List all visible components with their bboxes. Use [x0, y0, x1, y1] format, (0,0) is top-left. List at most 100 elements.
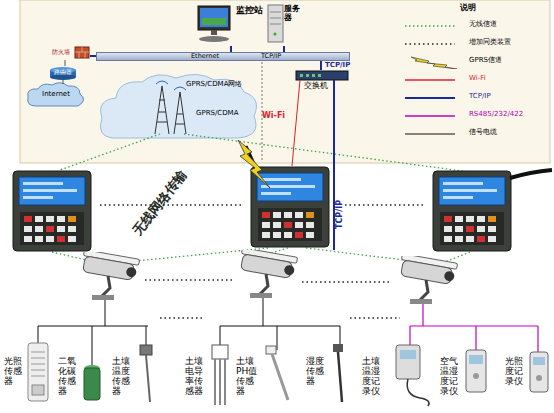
internet-cloud — [28, 83, 84, 106]
legend-sample — [405, 43, 455, 45]
signal-cable — [220, 326, 340, 327]
legend-row: GPRS信道 — [403, 55, 548, 69]
humidity-probe — [333, 344, 343, 352]
signal-cable — [38, 298, 340, 366]
extension-dots — [160, 317, 205, 319]
node-label: 湿度传感器 — [306, 356, 328, 386]
recorder-icon — [530, 352, 548, 392]
divider-line — [262, 62, 263, 160]
monitor-icon — [198, 6, 230, 42]
conductivity-probe — [224, 359, 226, 405]
sensor: 土壤PH值传感器 — [236, 340, 292, 410]
node-label: 服务器 — [284, 5, 302, 23]
server-icon — [274, 33, 277, 36]
monitor-icon — [198, 6, 230, 30]
bus-connector — [320, 61, 322, 70]
node-label: 交换机 — [304, 82, 340, 91]
node-label: Internet — [28, 91, 84, 99]
server-icon — [270, 12, 281, 13]
light-sensor-icon — [31, 376, 45, 377]
extension-dots — [100, 204, 244, 206]
legend-sample — [405, 25, 455, 27]
legend-sample — [405, 133, 455, 134]
node-label: Ethernet — [191, 52, 231, 61]
recorder-icon — [530, 352, 548, 392]
recorder-icon — [536, 375, 542, 381]
legend-text: 增加同类装置 — [469, 39, 549, 47]
node-label: 光照传感器 — [4, 356, 26, 386]
legend-sample — [403, 91, 459, 105]
firewall-icon — [75, 47, 89, 58]
switch-icon — [318, 74, 321, 77]
sensor: 土壤电导率传感器 — [185, 340, 230, 410]
light-sensor-icon — [32, 385, 44, 395]
ph-probe — [266, 346, 276, 354]
monitor-icon — [211, 30, 217, 35]
node-label: 光照度记录仪 — [505, 356, 527, 386]
extension-dots — [145, 279, 232, 281]
node-label: 监控站 — [236, 5, 266, 15]
firewall-icon — [79, 52, 80, 58]
edge-label: TCP/IP — [325, 62, 365, 70]
wireless-label: 无线网络传输 — [117, 152, 202, 256]
legend-text: 信号电缆 — [469, 129, 549, 137]
extension-dots — [345, 204, 426, 206]
ethernet-bus: EthernetTCP/IP — [96, 52, 350, 61]
signal-cable — [38, 326, 39, 343]
conductivity-probe — [212, 345, 228, 405]
firewall-icon — [85, 52, 86, 58]
node-label: GPRS/CDMA网络 — [186, 81, 256, 89]
network-cloud — [100, 74, 256, 138]
radio-tower — [174, 87, 186, 90]
legend-text: GPRS信道 — [469, 57, 549, 65]
switch-icon — [306, 74, 309, 77]
legend-sample — [411, 57, 457, 69]
conductivity-probe — [219, 359, 221, 405]
rs485-cable — [422, 304, 423, 326]
extension-dots — [302, 281, 392, 283]
radio-tower — [158, 112, 166, 113]
recorder: 光照度记录仪 — [505, 340, 550, 410]
radio-tower — [157, 122, 167, 123]
radio-tower — [156, 81, 168, 84]
node-label: 空气温湿度记录仪 — [440, 356, 462, 396]
node-label: 防火墙 — [52, 49, 74, 56]
signal-cable — [92, 326, 93, 366]
co2-sensor-icon — [84, 365, 100, 400]
extension-dots — [350, 317, 400, 319]
recorder-icon — [407, 379, 429, 406]
light-sensor-icon — [28, 343, 48, 401]
ph-probe — [266, 346, 288, 400]
light-sensor-icon — [28, 343, 48, 401]
recorder-icon — [396, 345, 429, 406]
humidity-probe — [333, 344, 343, 402]
wireless-channel — [52, 134, 470, 264]
router-node: 路由器 — [48, 66, 78, 80]
recorder-icon — [469, 355, 483, 364]
wifi-label: Wi-Fi — [262, 112, 292, 121]
ph-probe — [272, 354, 288, 400]
node-label: 土壤电导率传感器 — [185, 356, 207, 396]
bus-connector — [63, 80, 64, 84]
monitor-icon — [199, 36, 229, 42]
server-icon — [268, 5, 283, 42]
radio-tower — [176, 124, 184, 125]
legend-text: Wi-Fi — [469, 75, 549, 83]
switch-icon — [296, 71, 348, 80]
signal-cable — [146, 326, 147, 345]
legend-sample — [403, 37, 459, 51]
legend-row: Wi-Fi — [403, 73, 548, 87]
recorder-icon — [473, 373, 479, 379]
wireless-channel — [60, 134, 160, 170]
soil-temp-probe — [146, 355, 150, 402]
legend-sample — [405, 97, 455, 99]
node-label: 土壤温湿度记录仪 — [362, 356, 384, 396]
server-icon — [268, 5, 283, 42]
legend-sample — [405, 79, 455, 81]
conductivity-probe — [214, 359, 216, 405]
node-label: 二氧化碳传感器 — [58, 356, 80, 396]
data-logger — [433, 171, 511, 251]
firewall-node: 防火墙 — [52, 46, 90, 60]
network-switch: 交换机 — [292, 70, 352, 94]
antenna — [510, 170, 552, 178]
